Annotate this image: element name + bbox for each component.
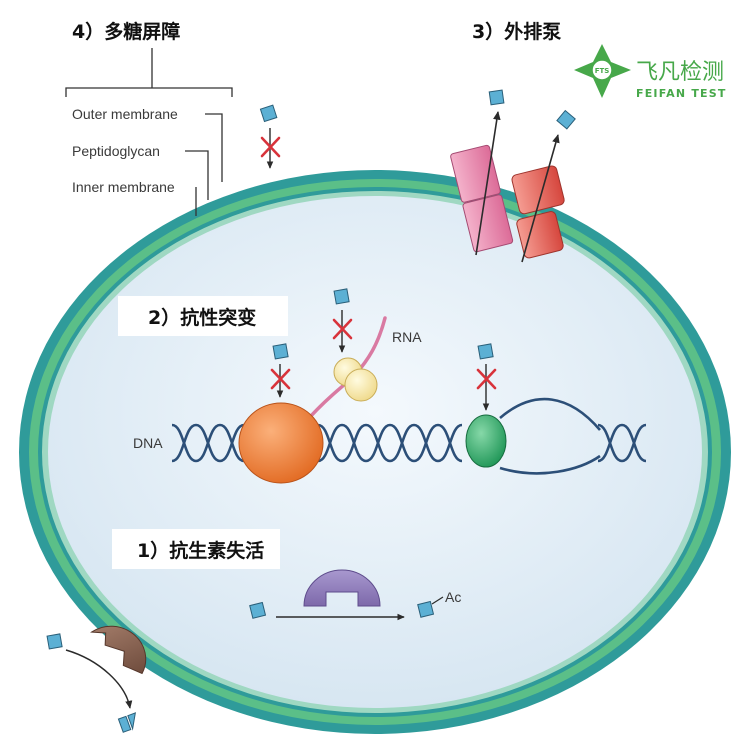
pump-red-upper	[511, 165, 565, 215]
antibiotic-square-icon	[333, 288, 350, 305]
acetyl-bond	[431, 596, 444, 605]
cross-icon	[332, 318, 353, 340]
peptidoglycan-label: Peptidoglycan	[72, 143, 160, 159]
dna-strand-b	[171, 423, 647, 463]
dna-bubble-top	[499, 397, 601, 431]
dna-bubble-bottom	[499, 454, 601, 475]
efflux-arrow-2	[521, 134, 560, 263]
mutation-block-ribosome	[332, 288, 353, 353]
inactivating-enzyme-purple	[303, 569, 381, 607]
inner-membrane-label: Inner membrane	[72, 179, 175, 195]
mutation-block-gyrase	[476, 343, 497, 411]
antibiotic-square-icon	[488, 89, 505, 106]
antibiotic-square-icon	[417, 600, 435, 618]
cleaved-antibiotic-icon	[117, 712, 136, 733]
legend-bracket	[65, 48, 233, 97]
dna-helix	[171, 397, 647, 475]
enzyme-arrow	[65, 649, 133, 709]
enzyme-brown	[90, 625, 147, 675]
feifan-logo: FTS 飞凡检测 FEIFAN TEST	[574, 44, 727, 100]
ribosome-subunit-large	[344, 368, 378, 402]
dna-label: DNA	[133, 435, 163, 451]
inactivation-reaction: Ac	[249, 569, 461, 621]
efflux-arrow-1	[475, 111, 501, 256]
cross-icon	[476, 368, 497, 390]
antibiotic-square-icon	[259, 104, 278, 123]
antibiotic-square-icon	[249, 601, 267, 619]
cross-icon	[270, 368, 291, 390]
legend-leader-peptidoglycan	[185, 150, 209, 200]
antibiotic-square-icon	[46, 633, 63, 650]
membrane-legend	[65, 48, 233, 216]
polysaccharide-block	[259, 104, 281, 169]
rna-polymerase-orange	[238, 402, 324, 484]
mechanism-4-title: 4）多糖屏障	[72, 20, 180, 43]
mechanism-2-title: 2）抗性突变	[148, 306, 256, 329]
legend-leader-outer	[205, 113, 223, 182]
mechanism-1-title: 1）抗生素失活	[137, 539, 264, 562]
rna-label: RNA	[392, 329, 422, 345]
mechanism-1-box	[112, 529, 280, 569]
logo-mark-circle	[591, 59, 613, 81]
periplasmic-enzyme	[46, 625, 147, 733]
pump-pink-upper	[450, 144, 501, 203]
antibiotic-square-icon	[272, 343, 289, 360]
logo-mark: FTS	[595, 67, 610, 75]
mechanism-3-title: 3）外排泵	[472, 20, 561, 43]
dna-gyrase-green	[465, 414, 507, 468]
efflux-pump-pink	[450, 144, 514, 253]
mechanism-2-box	[118, 296, 288, 336]
antibiotic-square-icon	[556, 109, 576, 130]
logo-name-en: FEIFAN TEST	[636, 87, 727, 100]
antibiotic-square-icon	[477, 343, 494, 360]
acetyl-label: Ac	[445, 589, 461, 605]
pump-pink-lower	[462, 194, 514, 253]
mutation-block-polymerase	[270, 343, 291, 398]
outer-membrane-label: Outer membrane	[72, 106, 178, 122]
cross-icon	[260, 136, 281, 158]
logo-name-cn: 飞凡检测	[636, 60, 724, 85]
ribosome-cream	[333, 357, 378, 402]
efflux-pumps	[450, 89, 576, 263]
